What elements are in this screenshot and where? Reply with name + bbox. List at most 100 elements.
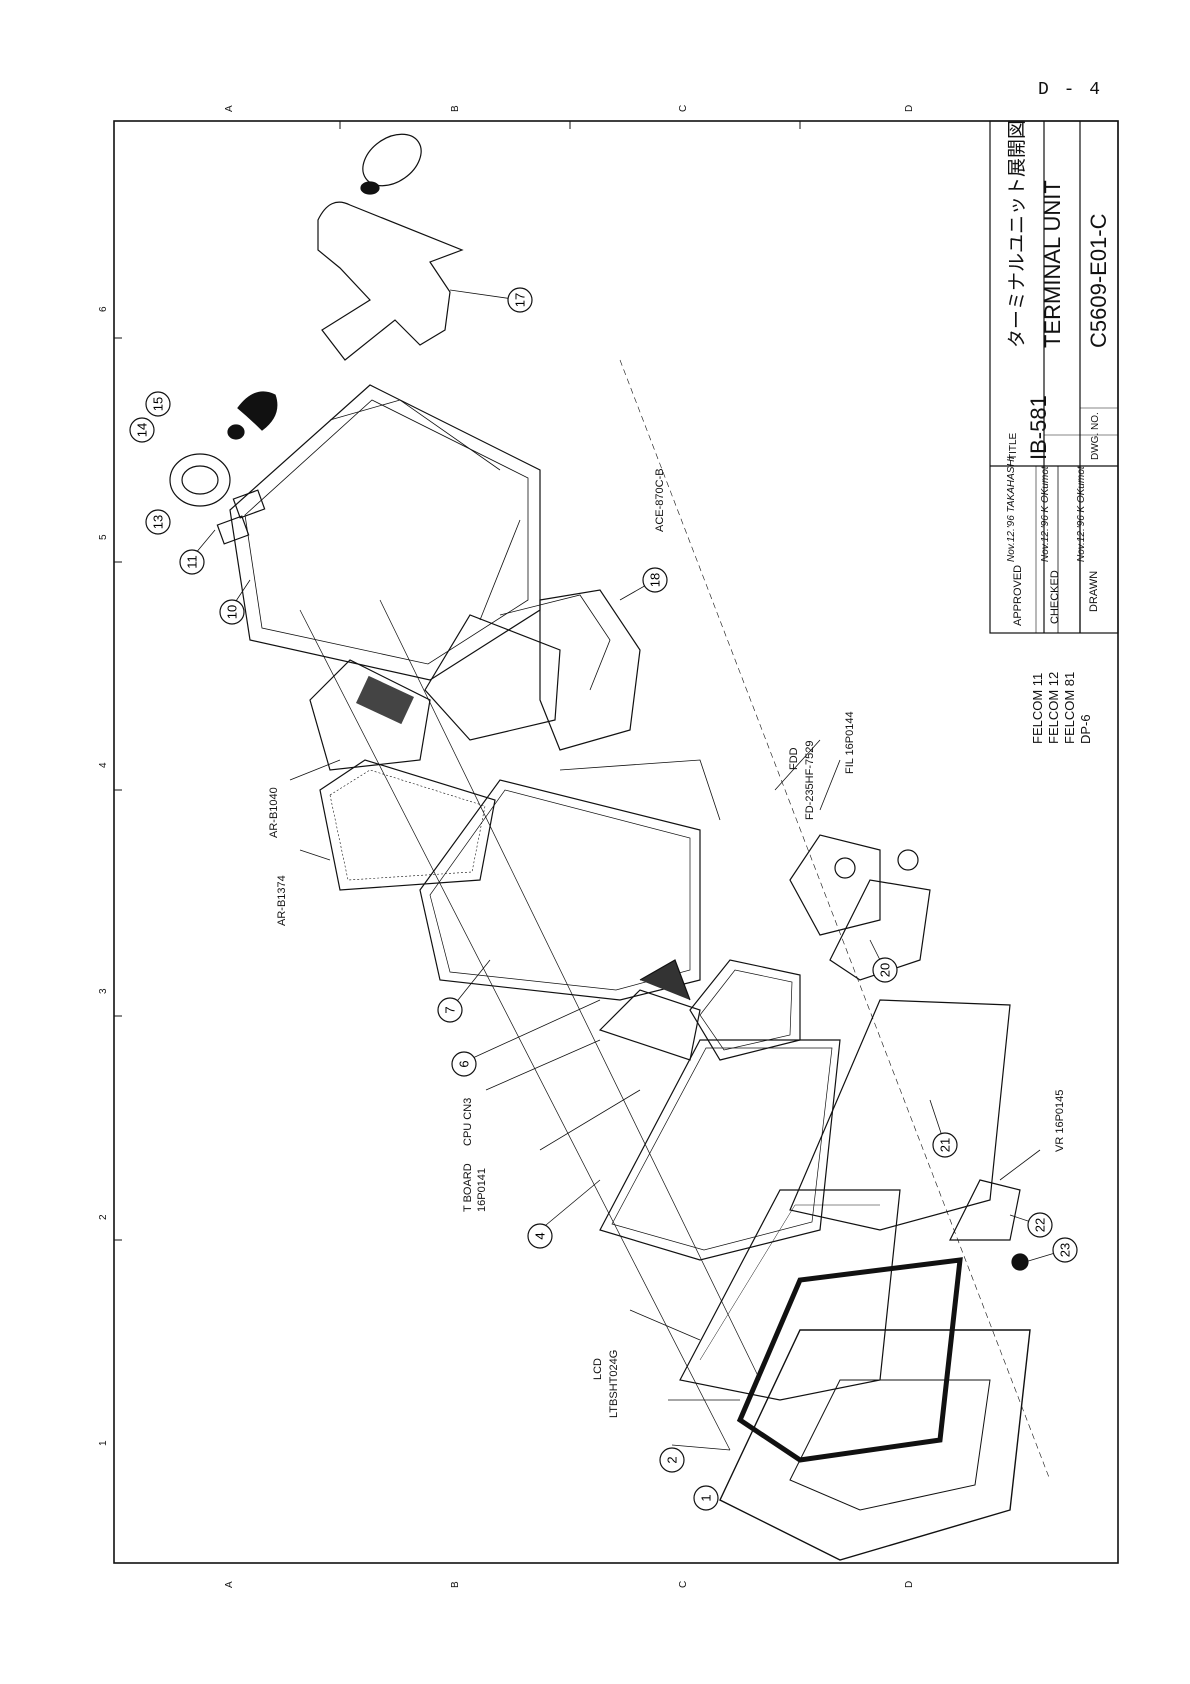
balloon-number: 13: [151, 515, 166, 529]
zone-bottom-b: B: [450, 1581, 461, 1588]
tb-checked-value: Nov.12.'96 K OKumot: [1040, 466, 1051, 562]
balloon-1: 1: [693, 1485, 719, 1511]
leader-lines: [189, 289, 1066, 1451]
fdd-unit: [689, 959, 801, 1061]
label-tboard-no: 16P0141: [476, 1167, 488, 1212]
balloon-number: 1: [699, 1494, 714, 1501]
stand-arm: [317, 201, 464, 361]
gasket-2: [736, 1257, 963, 1463]
parts-artwork: [169, 133, 1066, 1561]
zone-left-5: 5: [98, 534, 109, 540]
label-vr: VR 16P0145: [1054, 1089, 1066, 1152]
balloon-23: 23: [1052, 1237, 1078, 1263]
balloon-number: 20: [878, 963, 893, 977]
zone-left-6: 6: [98, 306, 109, 312]
balloon-number: 18: [648, 573, 663, 587]
balloon-18: 18: [642, 567, 668, 593]
label-fdd-model: FD-235HF-7529: [804, 740, 816, 820]
balloon-15: 15: [145, 391, 171, 417]
rear-cover: [229, 384, 541, 681]
balloon-number: 14: [135, 423, 150, 437]
label-tboard: T BOARD: [462, 1163, 474, 1212]
balloon-number: 15: [151, 397, 166, 411]
lcd-housing-4: [599, 1039, 841, 1261]
balloon-7: 7: [437, 997, 463, 1023]
board-ace-870c-b: [424, 614, 561, 741]
balloon-number: 22: [1033, 1218, 1048, 1232]
balloon-6: 6: [451, 1051, 477, 1077]
drawing-frame: [113, 120, 1119, 1564]
side-panel-20: [829, 879, 931, 981]
zone-left-4: 4: [98, 762, 109, 768]
zone-top-c: C: [678, 104, 689, 112]
zone-bottom-c: C: [678, 1580, 689, 1588]
rear-plate-21: [789, 999, 1011, 1231]
balloon-number: 2: [665, 1456, 680, 1463]
balloon-22: 22: [1027, 1212, 1053, 1238]
balloon-number: 23: [1058, 1243, 1073, 1257]
chassis-7: [419, 779, 701, 1001]
balloon-2: 2: [659, 1447, 685, 1473]
tb-title-label: TITLE: [1008, 432, 1019, 460]
front-bezel-1: [719, 1329, 1031, 1561]
zone-top-a: A: [224, 105, 235, 112]
label-ar-b1040: AR-B1040: [268, 787, 280, 838]
label-ace-870c-b: ACE-870C-B: [654, 468, 666, 532]
knob-13: [169, 453, 231, 507]
tb-dwg-no: C5609-E01-C: [1086, 213, 1111, 348]
tb-title-en: TERMINAL UNIT: [1040, 180, 1065, 348]
label-lcd: LCD: [592, 1357, 604, 1380]
balloon-17: 17: [507, 287, 533, 313]
label-fdd: FDD: [788, 747, 800, 770]
zone-ticks: [114, 121, 801, 1241]
balloon-20: 20: [872, 957, 898, 983]
model-dp-6: DP-6: [1078, 714, 1093, 744]
fil-bracket: [789, 834, 881, 936]
zone-top-d: D: [904, 104, 915, 112]
balloon-21: 21: [932, 1132, 958, 1158]
vr-knob-23: [1011, 1253, 1029, 1271]
tb-drawn-value: Nov.12.'96 K OKumot: [1076, 466, 1087, 562]
tb-checked-label: CHECKED: [1049, 570, 1061, 624]
board-ar-b1040: [309, 659, 431, 771]
page-number: D - 4: [1038, 80, 1103, 100]
tb-model: IB-581: [1026, 395, 1051, 460]
stand-knob: [362, 133, 422, 187]
balloon-number: 10: [225, 605, 240, 619]
model-felcom-81: FELCOM 81: [1062, 671, 1077, 744]
knob-14: [227, 424, 245, 440]
zone-bottom-d: D: [904, 1580, 915, 1588]
bracket-18: [539, 589, 641, 751]
balloon-number: 6: [457, 1060, 472, 1067]
balloon-number: 11: [185, 555, 200, 569]
balloon-number: 4: [533, 1232, 548, 1239]
zone-bottom-a: A: [224, 1581, 235, 1588]
title-block: [989, 120, 1119, 634]
balloon-14: 14: [129, 417, 155, 443]
model-felcom-12: FELCOM 12: [1046, 671, 1061, 744]
tb-title-jp: ターミナルユニット展開図: [1006, 119, 1028, 348]
balloon-13: 13: [145, 509, 171, 535]
gasket-15: [237, 391, 278, 431]
tboard-bracket-6: [598, 989, 701, 1061]
zone-left-3: 3: [98, 988, 109, 994]
balloon-number: 17: [513, 293, 528, 307]
label-cpu-cn3: CPU CN3: [462, 1097, 474, 1146]
zone-left-1: 1: [98, 1440, 109, 1446]
balloon-number: 21: [938, 1138, 953, 1152]
vr-board-22: [949, 1179, 1021, 1241]
board-ar-b1374: [319, 759, 496, 891]
zone-left-2: 2: [98, 1214, 109, 1220]
label-ar-b1374: AR-B1374: [276, 875, 288, 926]
tb-drawn-label: DRAWN: [1088, 570, 1100, 612]
tb-approved-label: APPROVED: [1012, 564, 1024, 626]
balloon-10: 10: [219, 599, 245, 625]
lcd-panel: [679, 1189, 901, 1401]
label-fil: FIL 16P0144: [844, 711, 856, 774]
zone-top-b: B: [450, 105, 461, 112]
balloon-11: 11: [179, 549, 205, 575]
tb-dwg-no-label: DWG. NO.: [1090, 412, 1101, 460]
tb-approved-value: Nov.12.'96 TAKAHASHI: [1006, 456, 1017, 562]
